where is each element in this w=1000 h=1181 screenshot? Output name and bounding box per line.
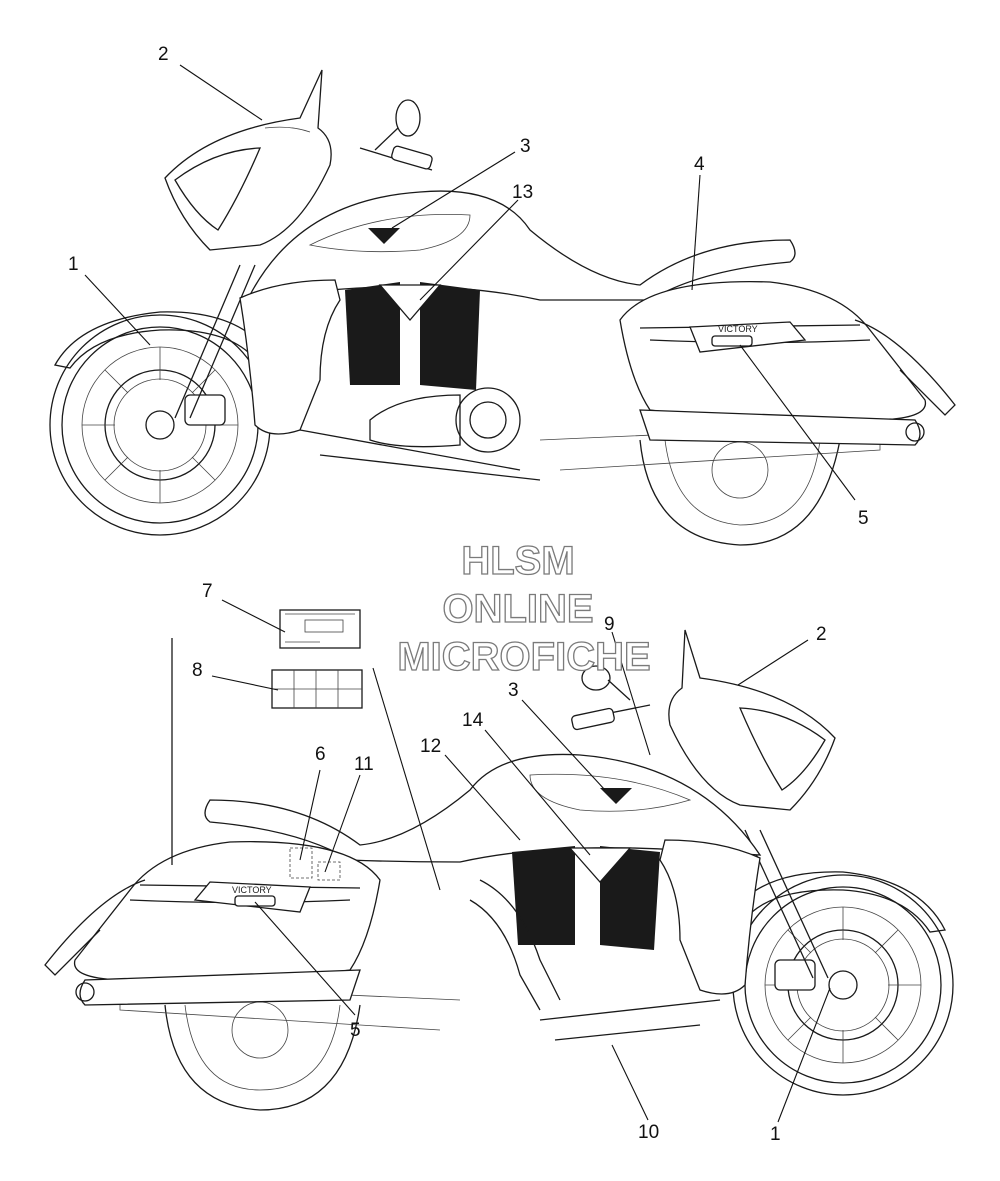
- saddlebag-badge-top: VICTORY: [718, 324, 758, 334]
- watermark: HLSM ONLINE MICROFICHE: [397, 538, 652, 679]
- callout-bottom-12: 12: [420, 736, 441, 757]
- engine-bottom: [469, 846, 660, 1011]
- decal-label-7: [279, 609, 361, 649]
- callout-bottom-11: 11: [354, 754, 374, 775]
- callout-top-5: 5: [858, 508, 869, 529]
- leader-lines: [84, 64, 856, 1123]
- engine-top: [345, 282, 521, 453]
- decal-label-8: [271, 669, 363, 709]
- callout-bottom-1: 1: [770, 1124, 781, 1145]
- saddlebag-badge-bottom: VICTORY: [232, 885, 272, 895]
- watermark-line3: MICROFICHE: [397, 635, 650, 679]
- callout-bottom-9: 9: [604, 614, 615, 635]
- rear-wheel-top: [639, 439, 841, 546]
- callout-bottom-10: 10: [638, 1122, 659, 1143]
- callout-bottom-8: 8: [192, 660, 203, 681]
- callout-top-3: 3: [520, 136, 531, 157]
- saddlebag-top: VICTORY: [619, 281, 956, 422]
- motorcycle-bottom-view: VICTORY: [44, 609, 954, 1111]
- callout-bottom-2: 2: [816, 624, 827, 645]
- motorcycle-top-view: VICTORY: [49, 69, 956, 546]
- callout-bottom-7: 7: [202, 581, 213, 602]
- callouts-bottom: 7 9 2 8 3 14 12 6 11 5 10 1: [192, 581, 827, 1145]
- front-wheel-bottom: [732, 874, 954, 1096]
- callout-bottom-5: 5: [350, 1020, 361, 1041]
- saddlebag-bottom: VICTORY: [44, 841, 381, 982]
- callout-bottom-3: 3: [508, 680, 519, 701]
- front-wheel-top: [49, 314, 271, 536]
- callouts-top: 2 3 13 4 1 5: [68, 44, 869, 529]
- callout-top-13: 13: [512, 182, 533, 203]
- callout-bottom-6: 6: [315, 744, 326, 765]
- callout-top-1: 1: [68, 254, 79, 275]
- callout-top-2: 2: [158, 44, 169, 65]
- rear-wheel-bottom: [164, 1001, 361, 1111]
- callout-bottom-14: 14: [462, 710, 484, 731]
- watermark-line2: ONLINE: [442, 587, 593, 631]
- watermark-line1: HLSM: [461, 539, 574, 583]
- callout-top-4: 4: [694, 154, 705, 175]
